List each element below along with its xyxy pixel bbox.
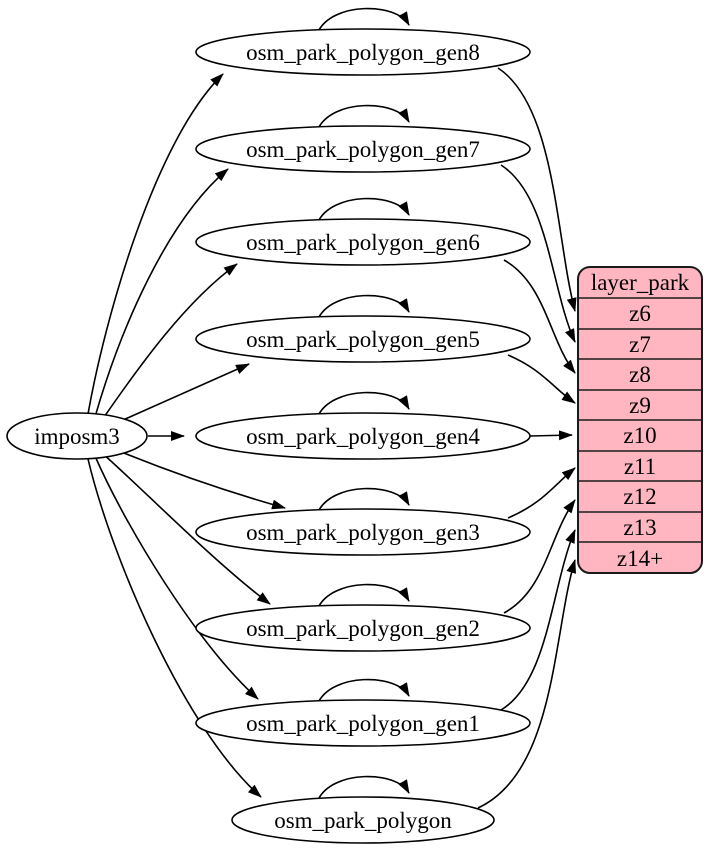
gen8-label: osm_park_polygon_gen8 xyxy=(246,40,480,65)
edge-gen3-to-z11 xyxy=(507,467,576,519)
gen3-ellipse xyxy=(195,508,531,556)
gen5-ellipse xyxy=(195,315,531,363)
layer-park-row-z11: z11 xyxy=(624,454,656,479)
node-osm-park-polygon-gen3: osm_park_polygon_gen3 xyxy=(195,508,531,556)
self-loop-gen7 xyxy=(317,104,410,130)
gen2-ellipse xyxy=(195,604,531,652)
layer-park-row-z10: z10 xyxy=(623,423,656,448)
layer-park-row-z8: z8 xyxy=(629,362,651,387)
self-loop-gen1 xyxy=(317,678,410,704)
edge-imposm3-to-gen5 xyxy=(113,363,250,425)
edges-tables-to-layer xyxy=(477,67,577,809)
node-osm-park-polygon-gen1: osm_park_polygon_gen1 xyxy=(195,699,531,747)
edge-imposm3-to-gen8 xyxy=(87,73,224,415)
layer-park-row-z13: z13 xyxy=(623,515,656,540)
gen8-ellipse xyxy=(195,28,531,76)
self-loop-gen4 xyxy=(317,391,410,417)
edge-imposm3-to-polygon xyxy=(87,458,262,798)
edge-gen1-to-z13 xyxy=(500,529,576,711)
layer-park-row-z12: z12 xyxy=(623,484,656,509)
edge-gen6-to-z8 xyxy=(503,259,576,374)
gen4-ellipse xyxy=(195,412,531,460)
gen5-label: osm_park_polygon_gen5 xyxy=(246,327,480,352)
edge-gen2-to-z12 xyxy=(503,499,576,614)
self-loop-gen5 xyxy=(317,294,410,320)
edge-polygon-to-z14 xyxy=(477,559,576,809)
node-osm-park-polygon-gen4: osm_park_polygon_gen4 xyxy=(195,412,531,460)
gen7-ellipse xyxy=(195,125,531,173)
layer-park-row-z6: z6 xyxy=(629,301,651,326)
edges-source-to-tables xyxy=(87,73,286,798)
node-osm-park-polygon-gen7: osm_park_polygon_gen7 xyxy=(195,125,531,173)
node-osm-park-polygon-gen2: osm_park_polygon_gen2 xyxy=(195,604,531,652)
edge-imposm3-to-gen7 xyxy=(94,168,229,418)
node-layer-park: layer_park z6 z7 z8 z9 z10 z11 z12 z13 z… xyxy=(577,266,703,574)
edge-imposm3-to-gen2 xyxy=(101,452,271,605)
gen2-label: osm_park_polygon_gen2 xyxy=(246,616,480,641)
self-loop-gen6 xyxy=(317,197,410,223)
imposm3-label: imposm3 xyxy=(34,424,120,449)
polygon-label: osm_park_polygon xyxy=(274,808,452,833)
layer-park-row-z9: z9 xyxy=(629,393,651,418)
edge-imposm3-to-gen1 xyxy=(94,455,259,700)
self-loop-gen2 xyxy=(317,583,410,609)
edges-self-loops xyxy=(317,7,410,801)
node-osm-park-polygon-gen8: osm_park_polygon_gen8 xyxy=(195,28,531,76)
self-loop-gen3 xyxy=(317,487,410,513)
self-loop-gen8 xyxy=(317,7,410,33)
edge-imposm3-to-gen6 xyxy=(101,263,238,421)
node-imposm3: imposm3 xyxy=(6,412,148,460)
edge-gen5-to-z9 xyxy=(507,354,576,404)
self-loop-polygon xyxy=(317,775,410,801)
edge-imposm3-to-gen3 xyxy=(113,448,286,510)
edge-gen8-to-z6 xyxy=(497,67,577,312)
edge-gen7-to-z7 xyxy=(500,164,576,343)
gen7-label: osm_park_polygon_gen7 xyxy=(246,137,480,162)
node-osm-park-polygon: osm_park_polygon xyxy=(231,796,495,844)
node-osm-park-polygon-gen5: osm_park_polygon_gen5 xyxy=(195,315,531,363)
layer-park-title: layer_park xyxy=(591,270,690,295)
layer-park-row-z7: z7 xyxy=(629,332,651,357)
gen6-ellipse xyxy=(195,218,531,266)
gen1-label: osm_park_polygon_gen1 xyxy=(246,711,480,736)
gen4-label: osm_park_polygon_gen4 xyxy=(246,424,480,449)
node-osm-park-polygon-gen6: osm_park_polygon_gen6 xyxy=(195,218,531,266)
gen3-label: osm_park_polygon_gen3 xyxy=(246,520,480,545)
imposm3-ellipse xyxy=(6,412,148,460)
gen1-ellipse xyxy=(195,699,531,747)
polygon-ellipse xyxy=(231,796,495,844)
gen6-label: osm_park_polygon_gen6 xyxy=(246,230,480,255)
edge-gen4-to-z10 xyxy=(529,430,573,441)
layer-park-row-z14: z14+ xyxy=(617,546,663,571)
